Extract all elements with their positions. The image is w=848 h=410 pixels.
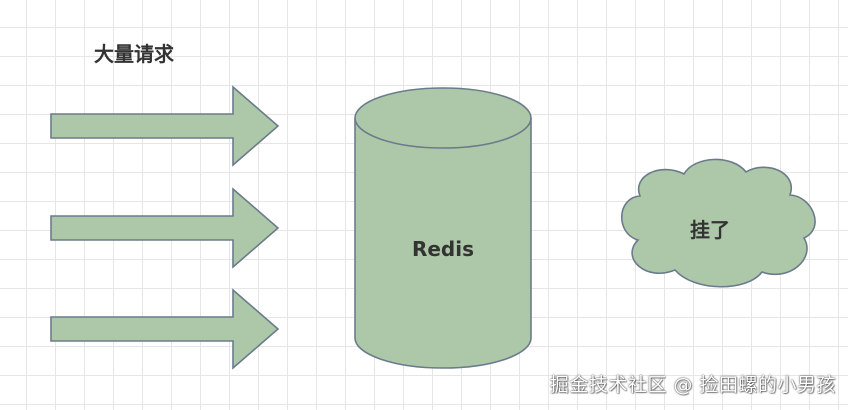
cloud-label: 挂了 [690,218,730,242]
request-arrow-1 [50,85,280,167]
failure-cloud [620,158,816,288]
redis-cylinder [354,87,532,369]
redis-label: Redis [411,237,475,261]
watermark-text: 掘金技术社区 @ 捡田螺的小男孩 [549,374,836,396]
request-arrow-2 [50,187,280,269]
request-arrow-3 [50,288,280,370]
diagram-title: 大量请求 [94,42,174,66]
